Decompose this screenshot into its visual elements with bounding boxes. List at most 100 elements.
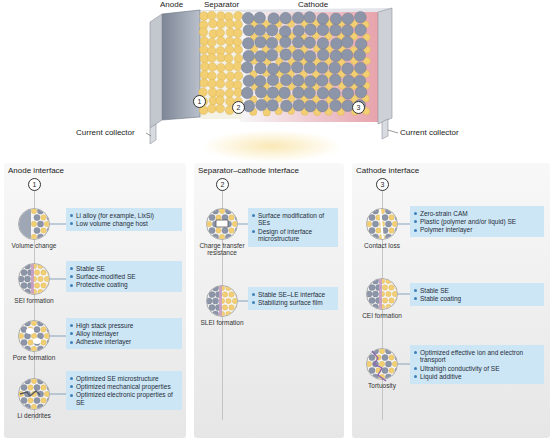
- bullet-row: Stabilizing surface film: [252, 299, 334, 307]
- solution-box: Surface modification of SEsDesign of int…: [248, 208, 338, 247]
- se-particle: [366, 361, 371, 366]
- cam-particle: [372, 278, 378, 284]
- se-particle: [18, 404, 23, 409]
- bullet-text: Protective coating: [76, 281, 128, 289]
- bullet-dot: [70, 385, 73, 388]
- cam-particle: [304, 11, 316, 23]
- leader-line: [388, 130, 398, 133]
- icon-art: [206, 285, 241, 317]
- bullet-text: Liquid additive: [420, 373, 462, 381]
- callout-number: 3: [352, 101, 365, 114]
- se-particle: [392, 304, 397, 309]
- se-particle: [41, 228, 46, 233]
- bullet-row: High stack pressure: [70, 322, 178, 330]
- cam-particle: [225, 234, 231, 240]
- cam-particle: [235, 214, 241, 220]
- cam-particle: [330, 13, 342, 25]
- bullet-text: Zero-strain CAM: [420, 210, 468, 218]
- se-particle: [226, 72, 235, 81]
- interphase-layer: [31, 263, 34, 295]
- cam-particle: [37, 234, 43, 240]
- bullet-dot: [414, 220, 417, 223]
- solution-box: Optimized SE microstructureOptimized mec…: [66, 371, 182, 410]
- se-particle: [208, 104, 217, 113]
- cam-particle: [369, 284, 375, 290]
- cam-particle: [385, 221, 391, 227]
- bullet-row: Polymer interlayer: [414, 226, 540, 234]
- cam-particle: [243, 24, 255, 36]
- cam-particle: [209, 214, 215, 220]
- bullet-dot: [70, 324, 73, 327]
- se-particle: [392, 348, 397, 353]
- cam-particle: [342, 88, 354, 100]
- se-particle: [31, 320, 36, 325]
- cam-particle: [304, 87, 316, 99]
- interphase-layer: [219, 285, 222, 317]
- solution-box: High stack pressureAlloy interlayerAdhes…: [66, 318, 182, 349]
- cam-particle: [225, 208, 231, 214]
- collector-tab: [150, 124, 156, 144]
- se-particle: [44, 221, 49, 226]
- issue-label: Volume change: [0, 242, 69, 249]
- se-particle: [234, 29, 243, 38]
- cam-particle: [268, 13, 280, 25]
- se-particle: [208, 88, 217, 97]
- bullet-dot: [70, 267, 73, 270]
- cam-particle: [395, 367, 401, 373]
- cam-particle: [47, 339, 53, 345]
- se-particle: [366, 208, 371, 213]
- icon-art: [18, 378, 53, 410]
- se-particle: [44, 346, 49, 351]
- cam-particle: [355, 62, 367, 74]
- icon-outline: [207, 286, 238, 317]
- solution-box: Stable SEStable coating: [410, 283, 544, 306]
- bullet-dot: [414, 229, 417, 232]
- part-label: Cathode: [298, 0, 328, 9]
- cam-particle: [280, 74, 292, 86]
- callout-number: 2: [216, 178, 229, 191]
- bullet-row: Optimized effective ion and electron tra…: [414, 349, 540, 365]
- cam-particle: [267, 87, 279, 99]
- cam-particle: [382, 354, 388, 360]
- issue-icon: CEI formation: [366, 278, 398, 310]
- se-particle: [31, 234, 36, 239]
- cam-particle: [21, 384, 27, 390]
- se-particle: [28, 340, 33, 345]
- cam-particle: [316, 75, 328, 87]
- se-particle: [31, 404, 36, 409]
- cam-particle: [34, 227, 40, 233]
- cam-particle: [316, 62, 328, 74]
- se-particle: [28, 385, 33, 390]
- se-particle: [392, 361, 397, 366]
- cam-particle: [24, 276, 30, 282]
- cam-particle: [342, 36, 354, 48]
- icon-outline: [19, 209, 50, 240]
- bullet-text: Stable coating: [420, 295, 461, 303]
- se-particle: [389, 285, 394, 290]
- se-particle: [389, 355, 394, 360]
- issue-label: SEI formation: [0, 297, 69, 304]
- cathode-background: [240, 12, 380, 122]
- cam-particle: [330, 100, 342, 112]
- icon-outline: [19, 264, 50, 295]
- cam-particle: [24, 404, 30, 410]
- cam-particle: [304, 62, 316, 74]
- cam-particle: [243, 50, 255, 62]
- cam-particle: [212, 285, 218, 291]
- cam-particle: [47, 227, 53, 233]
- cam-particle: [385, 374, 391, 380]
- se-particle: [234, 12, 243, 21]
- cam-particle: [372, 208, 378, 214]
- issue-label: Charge transfer resistance: [187, 242, 257, 257]
- cam-particle: [317, 49, 329, 61]
- issue-icon: Charge transfer resistance: [206, 208, 238, 240]
- bullet-row: Zero-strain CAM: [414, 210, 540, 218]
- cam-particle: [256, 99, 268, 111]
- se-particle: [31, 378, 36, 383]
- se-particle: [229, 292, 234, 297]
- cam-particle: [330, 50, 342, 62]
- cam-particle: [366, 291, 372, 297]
- se-particle: [366, 348, 371, 353]
- se-particle: [216, 228, 221, 233]
- icon-shape: [206, 285, 238, 317]
